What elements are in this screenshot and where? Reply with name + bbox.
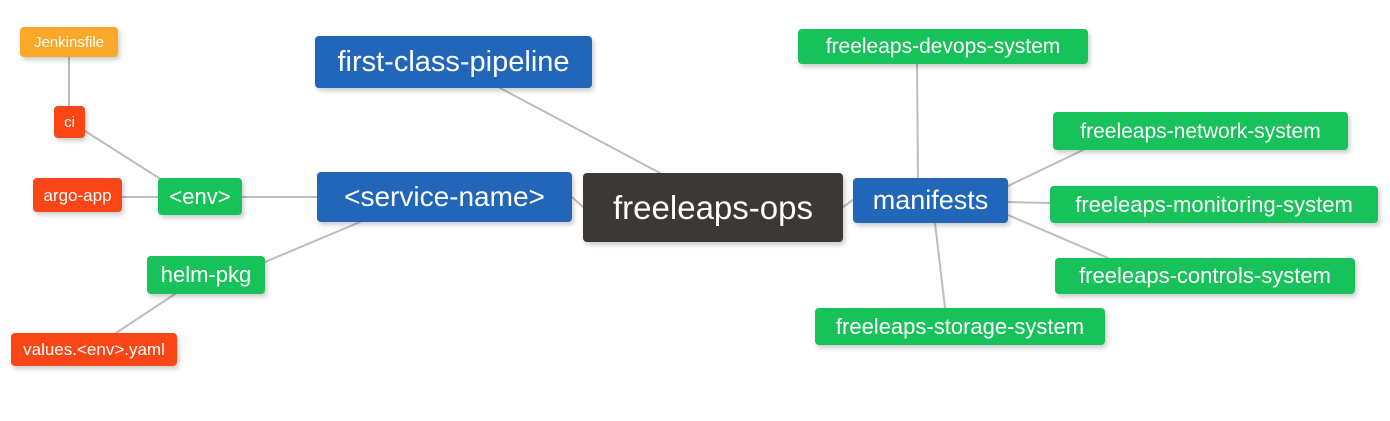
node-argo-app[interactable]: argo-app: [33, 178, 122, 212]
node-label-ci: ci: [64, 113, 75, 131]
node-freeleaps-controls-system[interactable]: freeleaps-controls-system: [1055, 258, 1355, 294]
node-label-freeleaps-controls-system: freeleaps-controls-system: [1079, 263, 1331, 288]
edge-env-to-ci: [84, 130, 171, 186]
edge-manifests-to-freeleaps-storage-system: [934, 222, 946, 309]
node-label-env: <env>: [169, 183, 231, 209]
node-freeleaps-storage-system[interactable]: freeleaps-storage-system: [815, 308, 1105, 345]
node-label-jenkinsfile: Jenkinsfile: [33, 33, 105, 51]
node-label-freeleaps-devops-system: freeleaps-devops-system: [825, 35, 1061, 58]
node-label-values-env-yaml: values.<env>.yaml: [23, 340, 165, 359]
node-label-argo-app: argo-app: [43, 185, 112, 205]
node-label-service-name: <service-name>: [344, 181, 545, 212]
node-jenkinsfile[interactable]: Jenkinsfile: [20, 27, 118, 57]
node-label-freeleaps-monitoring-system: freeleaps-monitoring-system: [1075, 191, 1353, 217]
edge-manifests-to-freeleaps-devops-system: [916, 63, 919, 179]
edge-freeleaps-ops-to-manifests: [842, 199, 854, 208]
node-ci[interactable]: ci: [54, 106, 85, 138]
node-freeleaps-devops-system[interactable]: freeleaps-devops-system: [798, 29, 1088, 64]
node-label-freeleaps-network-system: freeleaps-network-system: [1080, 119, 1321, 143]
edge-manifests-to-freeleaps-network-system: [1007, 149, 1084, 187]
node-label-helm-pkg: helm-pkg: [160, 262, 252, 287]
edge-helm-pkg-to-values-env-yaml: [115, 293, 176, 334]
node-service-name[interactable]: <service-name>: [317, 172, 572, 222]
node-freeleaps-network-system[interactable]: freeleaps-network-system: [1053, 112, 1348, 150]
node-label-freeleaps-storage-system: freeleaps-storage-system: [835, 313, 1085, 339]
node-label-manifests: manifests: [872, 185, 989, 215]
node-freeleaps-ops[interactable]: freeleaps-ops: [583, 173, 843, 242]
node-first-class-pipeline[interactable]: first-class-pipeline: [315, 36, 592, 88]
edge-manifests-to-freeleaps-monitoring-system: [1007, 201, 1051, 204]
edge-freeleaps-ops-to-service-name: [571, 196, 584, 208]
node-values-env-yaml[interactable]: values.<env>.yaml: [11, 333, 177, 366]
edge-service-name-to-helm-pkg: [264, 221, 361, 263]
node-label-freeleaps-ops: freeleaps-ops: [613, 189, 813, 226]
edge-freeleaps-ops-to-first-class-pipeline: [499, 87, 661, 174]
node-manifests[interactable]: manifests: [853, 178, 1008, 223]
node-env[interactable]: <env>: [158, 178, 242, 215]
node-freeleaps-monitoring-system[interactable]: freeleaps-monitoring-system: [1050, 186, 1378, 223]
node-label-first-class-pipeline: first-class-pipeline: [337, 45, 570, 78]
node-helm-pkg[interactable]: helm-pkg: [147, 256, 265, 294]
